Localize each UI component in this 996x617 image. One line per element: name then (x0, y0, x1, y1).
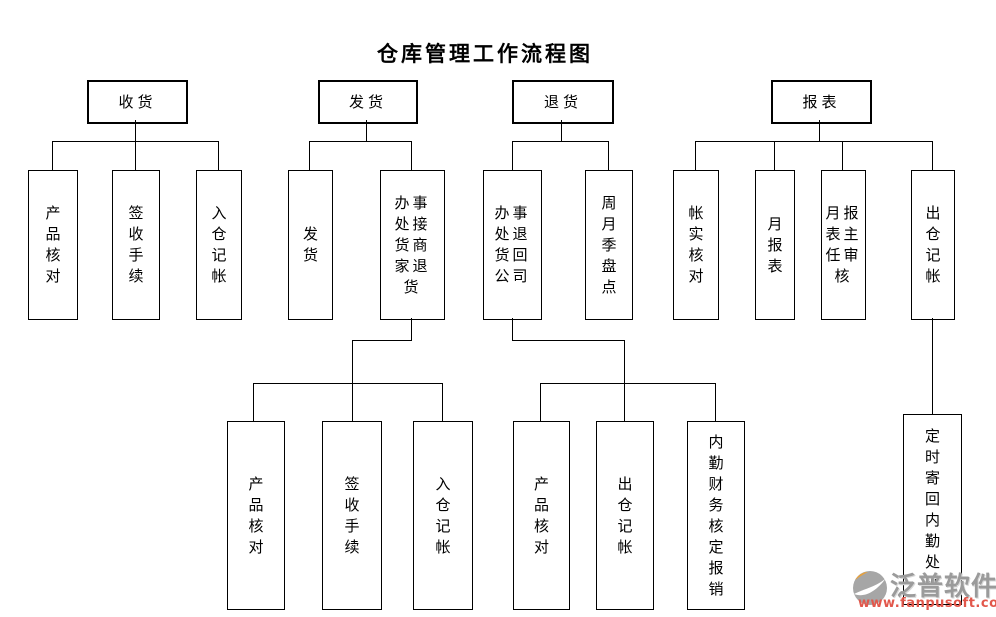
fanpu-logo-icon (853, 571, 887, 605)
node-label: 办事处退货回公司 (494, 204, 531, 285)
connector (540, 383, 541, 421)
connector (561, 120, 562, 141)
node-label: 月报表主任审核 (825, 204, 862, 285)
connector (309, 141, 412, 142)
node-label: 签收手续 (344, 474, 360, 556)
node-label: 入仓 记帐 (435, 474, 466, 556)
node-returns: 退货 (512, 80, 614, 124)
connector (411, 141, 412, 170)
node-returns-sub-product-check: 产品核对 (513, 421, 570, 610)
node-shipping-sub-inbound-ledger: 入仓 记帐 (413, 421, 473, 610)
connector (309, 141, 310, 170)
connector (512, 318, 513, 340)
connector (715, 383, 716, 421)
connector (52, 141, 53, 170)
node-shipping-label: 发货 (348, 92, 387, 111)
connector (253, 383, 443, 384)
connector (442, 383, 443, 421)
connector (695, 141, 696, 170)
node-label: 入仓 记帐 (211, 204, 242, 285)
watermark-brand-text: 泛普软件 (890, 572, 996, 602)
connector (352, 340, 353, 421)
node-label: 签收手续 (128, 204, 144, 285)
node-receiving: 收货 (87, 80, 188, 124)
node-returns-sub-finance-reimburse: 内勤财务核定报销 (687, 421, 745, 610)
node-label: 办事处接货商家退货 (394, 193, 431, 296)
node-returns-label: 退货 (543, 92, 582, 111)
node-reports-director-review: 月报表主任审核 (821, 170, 866, 320)
node-shipping-dispatch: 发 货 (288, 170, 333, 320)
node-returns-periodic-inventory: 周月季盘点 (585, 170, 633, 320)
node-label: 月报表 (767, 214, 783, 275)
node-reports-account-actual-check: 帐实核对 (673, 170, 719, 320)
node-label: 帐实核对 (688, 204, 704, 285)
connector (774, 141, 775, 170)
connector (253, 383, 254, 421)
connector (932, 141, 933, 170)
node-reports-sub-mail-back-processing: 定时寄回内勤处理 (903, 414, 962, 605)
node-shipping: 发货 (318, 80, 418, 124)
connector (135, 141, 136, 170)
node-receiving-inbound-ledger: 入仓 记帐 (196, 170, 242, 320)
node-reports-outbound-ledger: 出仓 记帐 (911, 170, 955, 320)
node-label: 定时寄回内勤处理 (924, 426, 940, 592)
connector (218, 141, 219, 170)
node-label: 周月季盘点 (601, 193, 617, 296)
connector (512, 141, 513, 170)
watermark: 泛普软件 www.fanpusoft.com (848, 566, 996, 614)
node-shipping-sub-product-check: 产品核对 (227, 421, 285, 610)
node-label: 产品核对 (45, 204, 61, 285)
connector (540, 383, 716, 384)
node-label: 发 货 (302, 225, 318, 264)
connector (842, 141, 843, 170)
connector (932, 318, 933, 414)
connector (624, 340, 625, 421)
connector (411, 318, 412, 340)
node-receiving-sign-procedure: 签收手续 (112, 170, 160, 320)
connector (135, 120, 136, 141)
node-label: 产品核对 (533, 474, 549, 556)
connector (608, 141, 609, 170)
node-label: 内勤财务核定报销 (708, 432, 724, 598)
connector (366, 120, 367, 141)
node-label: 出仓 记帐 (925, 204, 955, 285)
node-label: 产品核对 (248, 474, 264, 556)
connector (352, 340, 412, 341)
node-returns-office-return-company: 办事处退货回公司 (483, 170, 542, 320)
page-title: 仓库管理工作流程图 (377, 42, 593, 66)
node-returns-sub-outbound-ledger: 出仓 记帐 (596, 421, 654, 610)
node-reports-label: 报表 (802, 92, 841, 111)
node-reports: 报表 (771, 80, 872, 124)
connector (819, 120, 820, 141)
connector (512, 340, 625, 341)
node-receiving-product-check: 产品核对 (28, 170, 78, 320)
node-shipping-sub-sign-procedure: 签收手续 (322, 421, 382, 610)
node-receiving-label: 收货 (118, 92, 157, 111)
node-reports-monthly-report: 月报表 (755, 170, 795, 320)
connector (512, 141, 609, 142)
node-label: 出仓 记帐 (617, 474, 648, 556)
connector (695, 141, 933, 142)
node-shipping-office-merchant-returns: 办事处接货商家退货 (380, 170, 445, 320)
watermark-url-text: www.fanpusoft.com (858, 596, 996, 611)
